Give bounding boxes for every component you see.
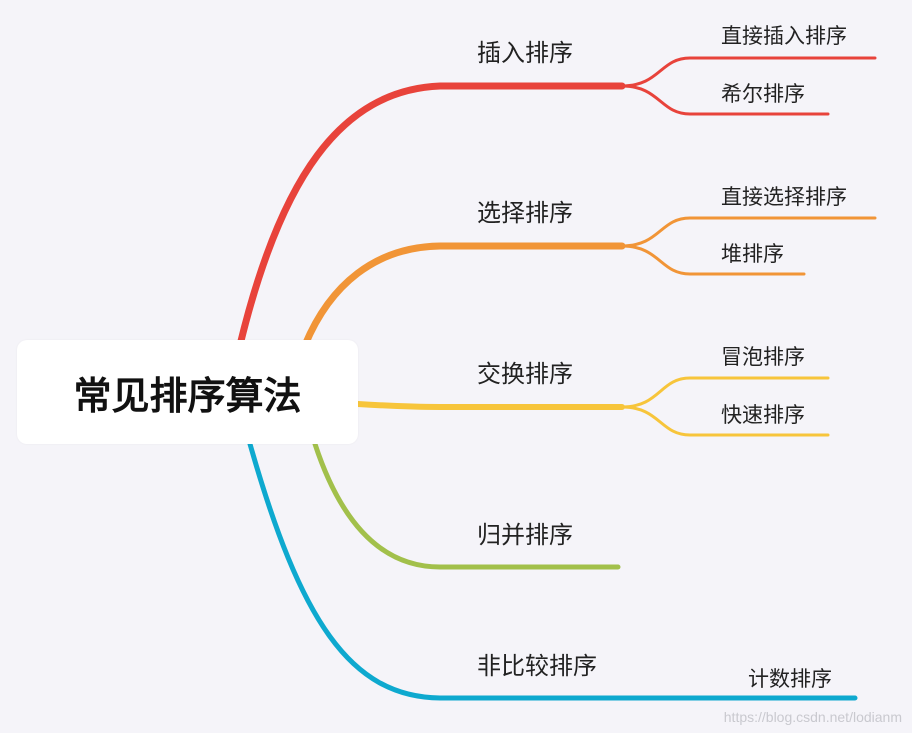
branch-label-merge[interactable]: 归并排序 [477,521,573,549]
leaf-label-shell[interactable]: 希尔排序 [721,82,805,106]
branch-connector-exchange [355,401,625,410]
branch-label-insertion[interactable]: 插入排序 [477,39,573,67]
leaf-label-counting[interactable]: 计数排序 [748,667,832,691]
leaf-connector-straight-insertion [620,56,877,88]
leaf-connector-shell [620,84,830,116]
branch-label-selection[interactable]: 选择排序 [477,199,573,227]
leaf-label-straight-selection[interactable]: 直接选择排序 [721,185,847,209]
branch-label-noncomparison[interactable]: 非比较排序 [477,652,597,680]
leaf-connector-bubble [620,376,830,409]
branch-label-exchange[interactable]: 交换排序 [477,360,573,388]
leaf-label-bubble[interactable]: 冒泡排序 [721,345,805,369]
branch-connector-merge [312,441,621,570]
leaf-connector-heap [620,244,806,276]
leaf-label-quick[interactable]: 快速排序 [721,403,805,427]
branch-connector-insertion [236,82,626,349]
leaf-label-heap[interactable]: 堆排序 [721,242,784,266]
leaf-label-straight-insertion[interactable]: 直接插入排序 [721,24,847,48]
leaf-connector-straight-selection [620,216,877,248]
branch-connector-noncomparison [247,441,858,701]
root-node[interactable]: 常见排序算法 [17,340,358,444]
watermark: https://blog.csdn.net/lodianm [723,709,902,725]
leaf-connector-quick [620,405,830,437]
branch-connector-selection [301,242,626,349]
root-label: 常见排序算法 [73,373,302,418]
